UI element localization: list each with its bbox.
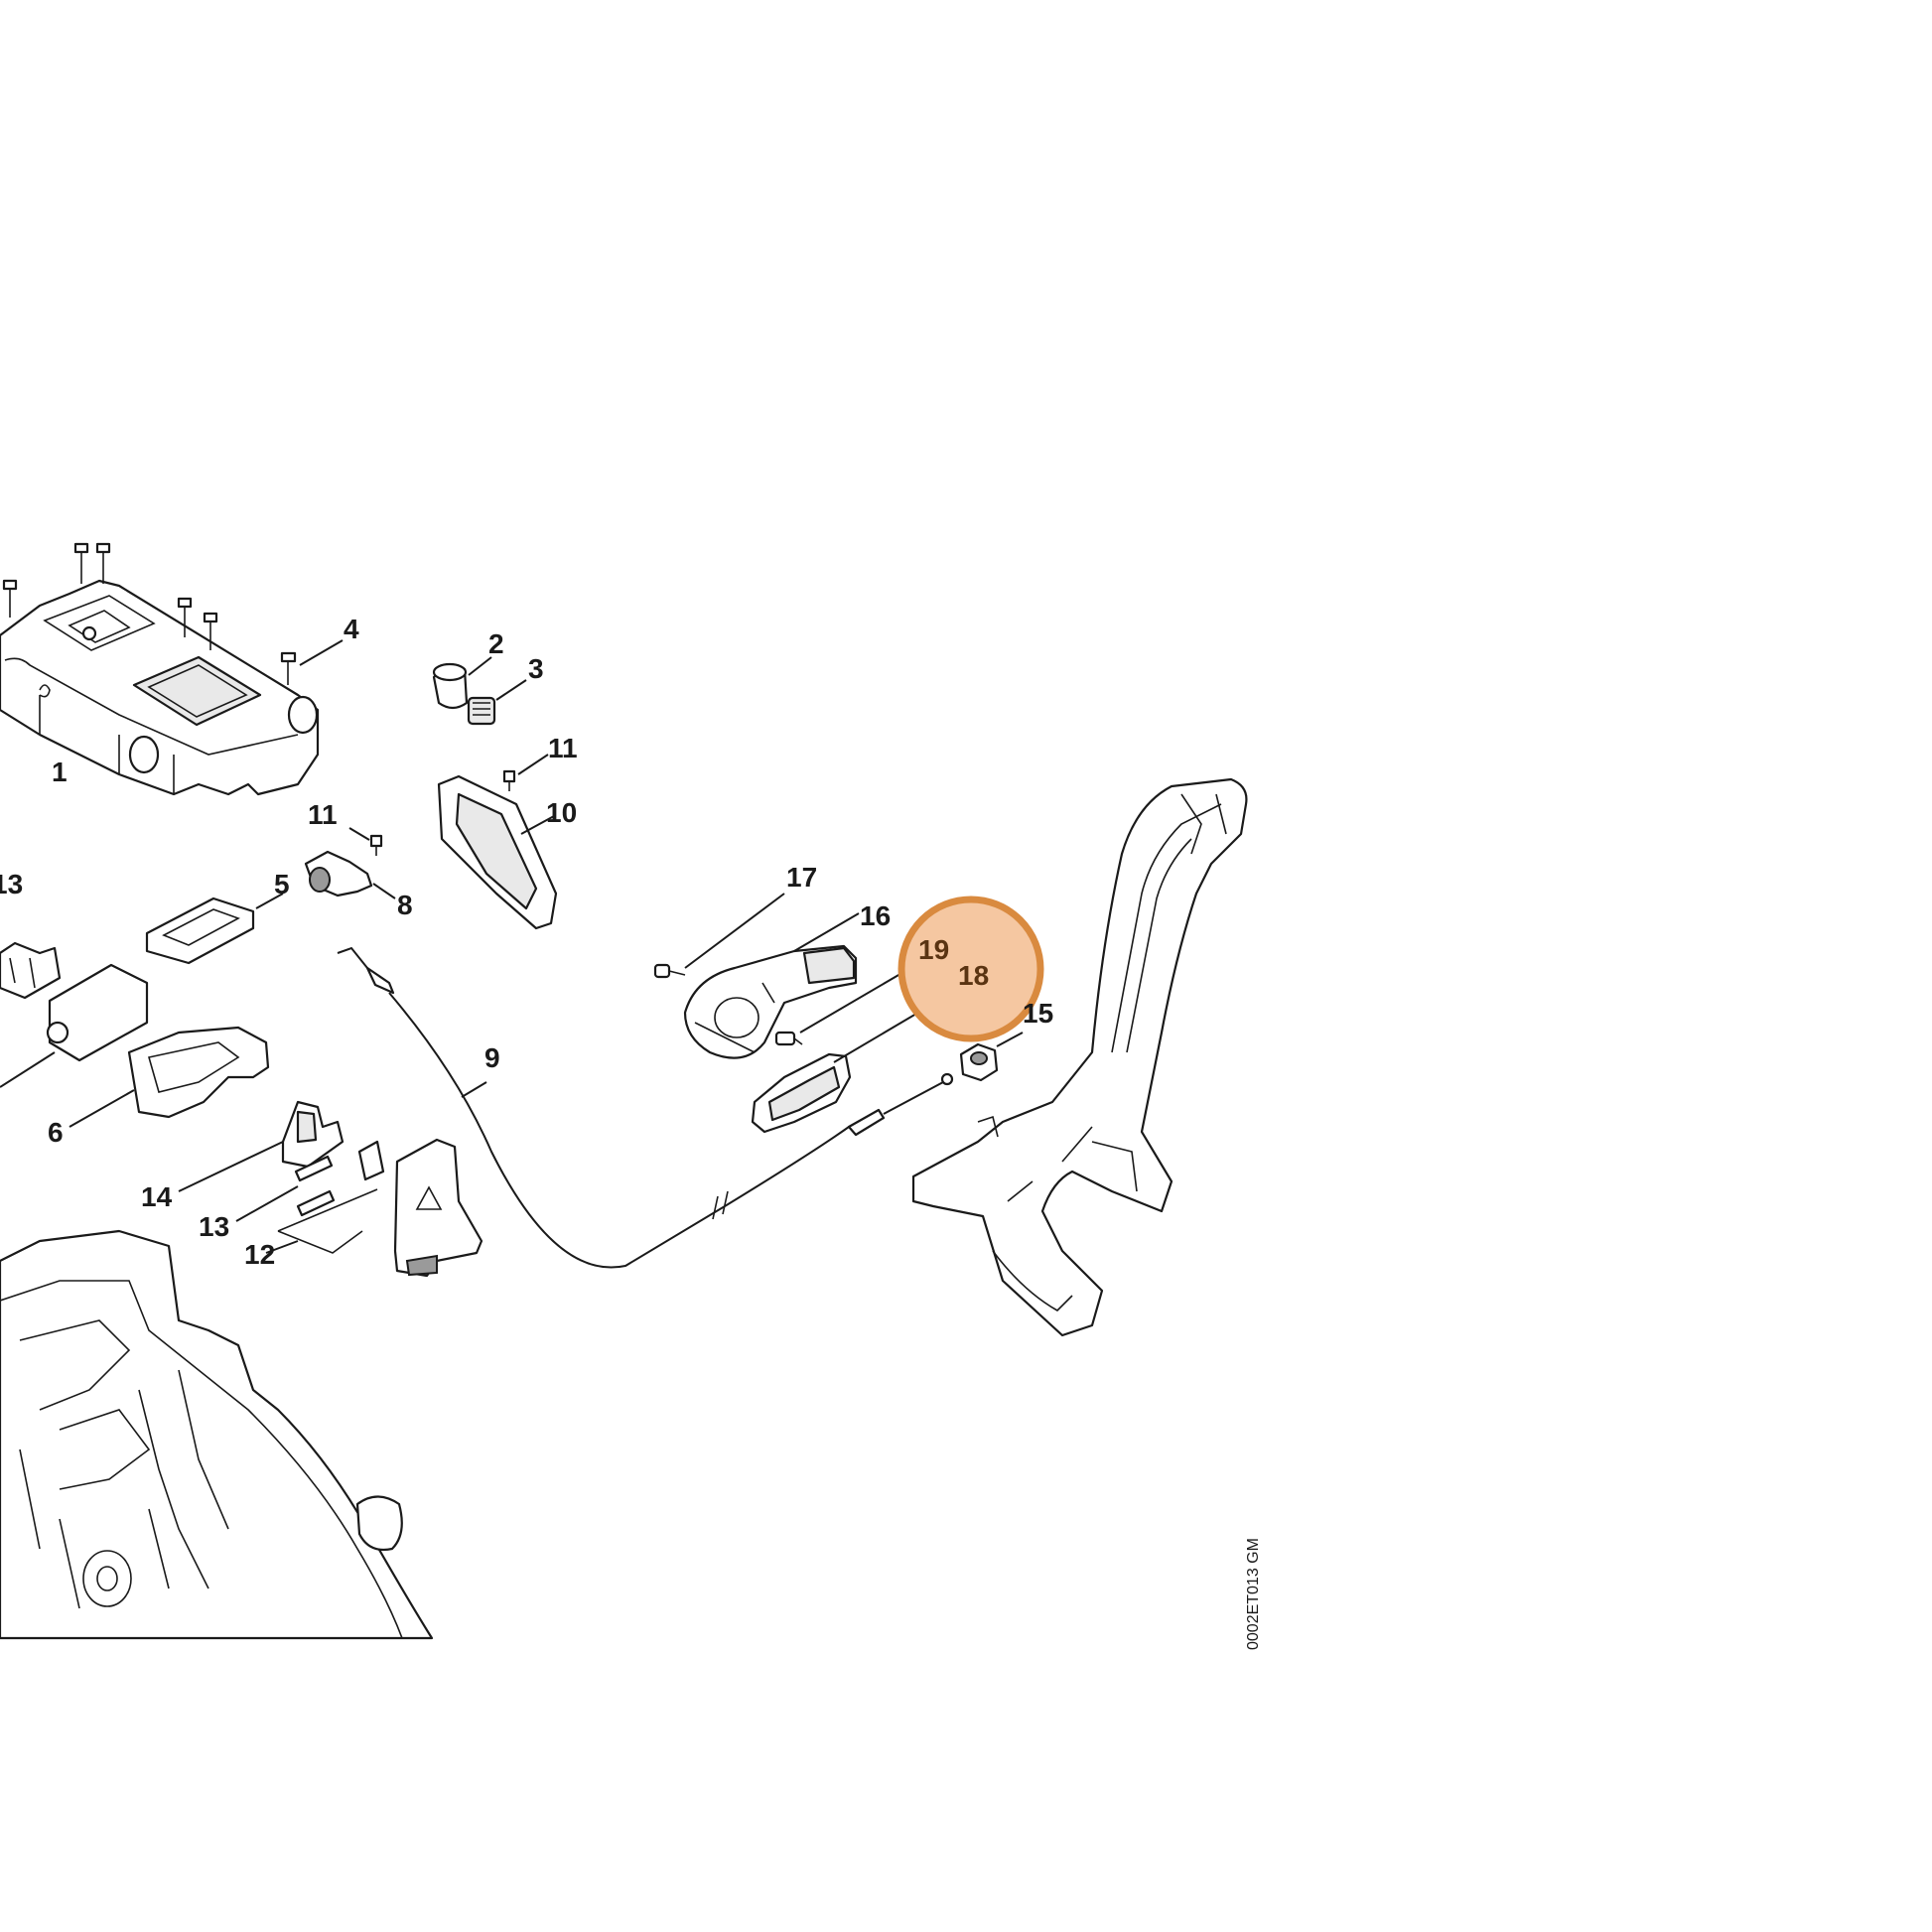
callout-6: 6 bbox=[48, 1117, 64, 1148]
callout-15: 15 bbox=[1023, 998, 1053, 1029]
callout-11-lower: 11 bbox=[308, 799, 338, 830]
callout-17: 17 bbox=[786, 862, 817, 893]
part-pins-13 bbox=[235, 1140, 385, 1222]
part-cap-2 bbox=[432, 656, 492, 710]
part-13-left bbox=[0, 941, 62, 1000]
part-roller bbox=[0, 963, 149, 1088]
part-housing-1 bbox=[0, 579, 320, 796]
part-lever-18 bbox=[751, 990, 956, 1134]
part-screw-17 bbox=[653, 893, 785, 979]
part-pin-19 bbox=[774, 970, 906, 1046]
callout-3: 3 bbox=[528, 653, 544, 684]
callout-16: 16 bbox=[860, 900, 891, 931]
callout-18: 18 bbox=[958, 960, 989, 991]
housing-screws bbox=[2, 542, 218, 650]
part-trigger-lever bbox=[393, 1138, 483, 1278]
callout-12: 12 bbox=[244, 1239, 275, 1270]
part-trigger-16 bbox=[683, 912, 860, 1059]
callout-8: 8 bbox=[397, 890, 413, 920]
part-rear-handle bbox=[911, 777, 1248, 1337]
part-knob-3 bbox=[467, 679, 527, 726]
callout-13-pins: 13 bbox=[199, 1211, 229, 1242]
part-base-housing bbox=[0, 1229, 434, 1640]
part-cover-10 bbox=[437, 774, 558, 930]
part-switch-8 bbox=[304, 850, 396, 899]
callout-11-upper: 11 bbox=[548, 733, 578, 763]
callout-4: 4 bbox=[344, 614, 359, 644]
callout-2: 2 bbox=[488, 628, 504, 659]
callout-10: 10 bbox=[546, 797, 577, 828]
part-screw-11-upper bbox=[502, 754, 549, 791]
part-bracket-12 bbox=[265, 1188, 378, 1254]
callout-9: 9 bbox=[484, 1042, 500, 1073]
part-grip-6 bbox=[69, 1026, 270, 1128]
part-latch-14 bbox=[178, 1100, 345, 1192]
part-nut-15 bbox=[959, 1032, 1024, 1082]
part-screw-4 bbox=[280, 639, 344, 685]
drawing-id: 0002ET013 GM bbox=[1245, 1538, 1262, 1650]
callout-5: 5 bbox=[274, 869, 290, 899]
part-screw-11-lower bbox=[348, 827, 383, 856]
highlight-circle bbox=[897, 896, 1044, 1042]
callout-13-left: 13 bbox=[0, 869, 23, 899]
callout-19: 19 bbox=[918, 934, 949, 965]
part-frame-5 bbox=[145, 893, 284, 965]
callout-14: 14 bbox=[141, 1181, 173, 1212]
part-cable-9 bbox=[337, 946, 954, 1269]
callout-1: 1 bbox=[52, 757, 68, 787]
